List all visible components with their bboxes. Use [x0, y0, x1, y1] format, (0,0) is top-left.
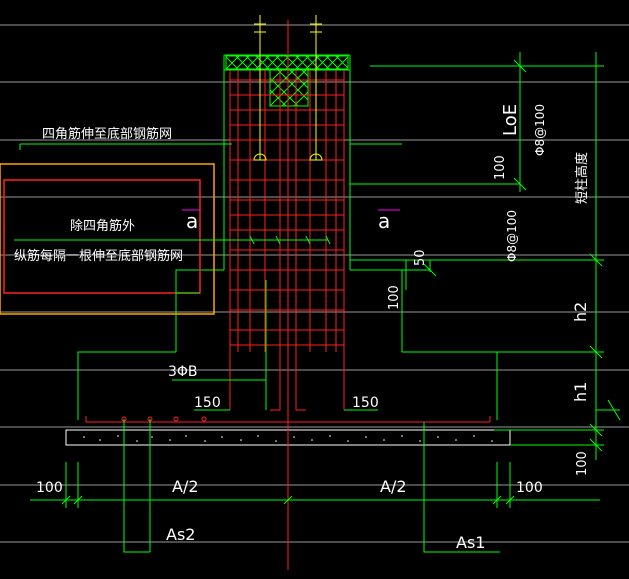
rebar-As2: As2	[166, 525, 195, 544]
background-grid	[0, 24, 629, 543]
dim-100-bottom-right2: 100	[516, 480, 543, 496]
rebar-As1: As1	[456, 533, 485, 552]
dim-A2-right: A/2	[380, 477, 407, 496]
bottom-mesh-dots	[121, 416, 207, 422]
dim-100-left: 100	[387, 285, 402, 310]
other-bars-note-line1: 除四角筋外	[70, 218, 135, 234]
dim-100-bottom-right: 100	[575, 451, 590, 476]
section-a-left: a	[186, 209, 198, 233]
dim-A2-left: A/2	[172, 477, 199, 496]
corner-bars-note: 四角筋伸至底部钢筋网	[42, 126, 172, 142]
dim-100-bottom-left: 100	[36, 480, 63, 496]
stirrup-spacing-mid: Φ8@100	[505, 210, 519, 262]
stirrup-spacing-top: Φ8@100	[533, 104, 547, 156]
dim-LoE: LoE	[500, 104, 521, 136]
section-a-right: a	[378, 209, 390, 233]
offset-left: 150	[194, 395, 221, 411]
callout-box	[0, 163, 215, 315]
dim-50: 50	[413, 249, 428, 266]
column-cap-hatch	[225, 55, 349, 107]
dim-h2: h2	[571, 302, 590, 322]
dimension-lines	[14, 52, 621, 553]
rebar-cage	[85, 20, 491, 570]
short-column-height: 短柱高度	[574, 152, 590, 204]
other-bars-note-line2: 纵筋每隔一根伸至底部钢筋网	[14, 248, 183, 264]
stirrup-hook-markers	[253, 15, 323, 161]
offset-right: 150	[352, 395, 379, 411]
dim-100-mid: 100	[493, 155, 508, 180]
stirrups-count: 3ΦB	[168, 364, 198, 380]
labels: 四角筋伸至底部钢筋网 除四角筋外 纵筋每隔一根伸至底部钢筋网 a a 3ΦB 1…	[14, 104, 590, 552]
dim-h1: h1	[571, 382, 590, 402]
